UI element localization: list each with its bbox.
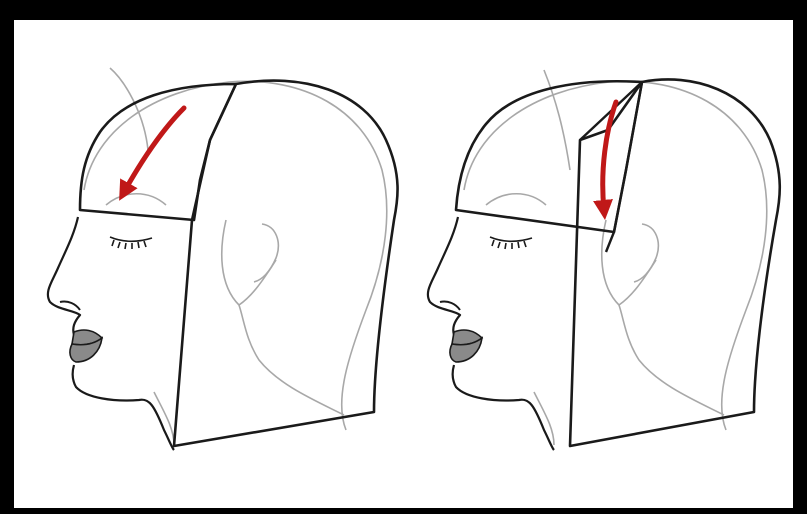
- illustration-panel: [14, 20, 793, 508]
- right-head-figure: [428, 70, 780, 450]
- right-lips: [450, 330, 482, 362]
- haircut-diagram: [14, 20, 793, 508]
- left-head-figure: [48, 68, 398, 450]
- left-bob-panel: [174, 81, 398, 446]
- right-head-underlay: [464, 70, 767, 445]
- left-face-profile: [48, 217, 174, 450]
- right-eye: [490, 237, 532, 249]
- left-eye: [110, 237, 152, 249]
- left-lips: [70, 330, 102, 362]
- left-head-underlay: [84, 68, 387, 445]
- right-sub-section: [580, 82, 642, 252]
- left-direction-arrow: [124, 108, 184, 192]
- right-face-profile: [428, 217, 554, 450]
